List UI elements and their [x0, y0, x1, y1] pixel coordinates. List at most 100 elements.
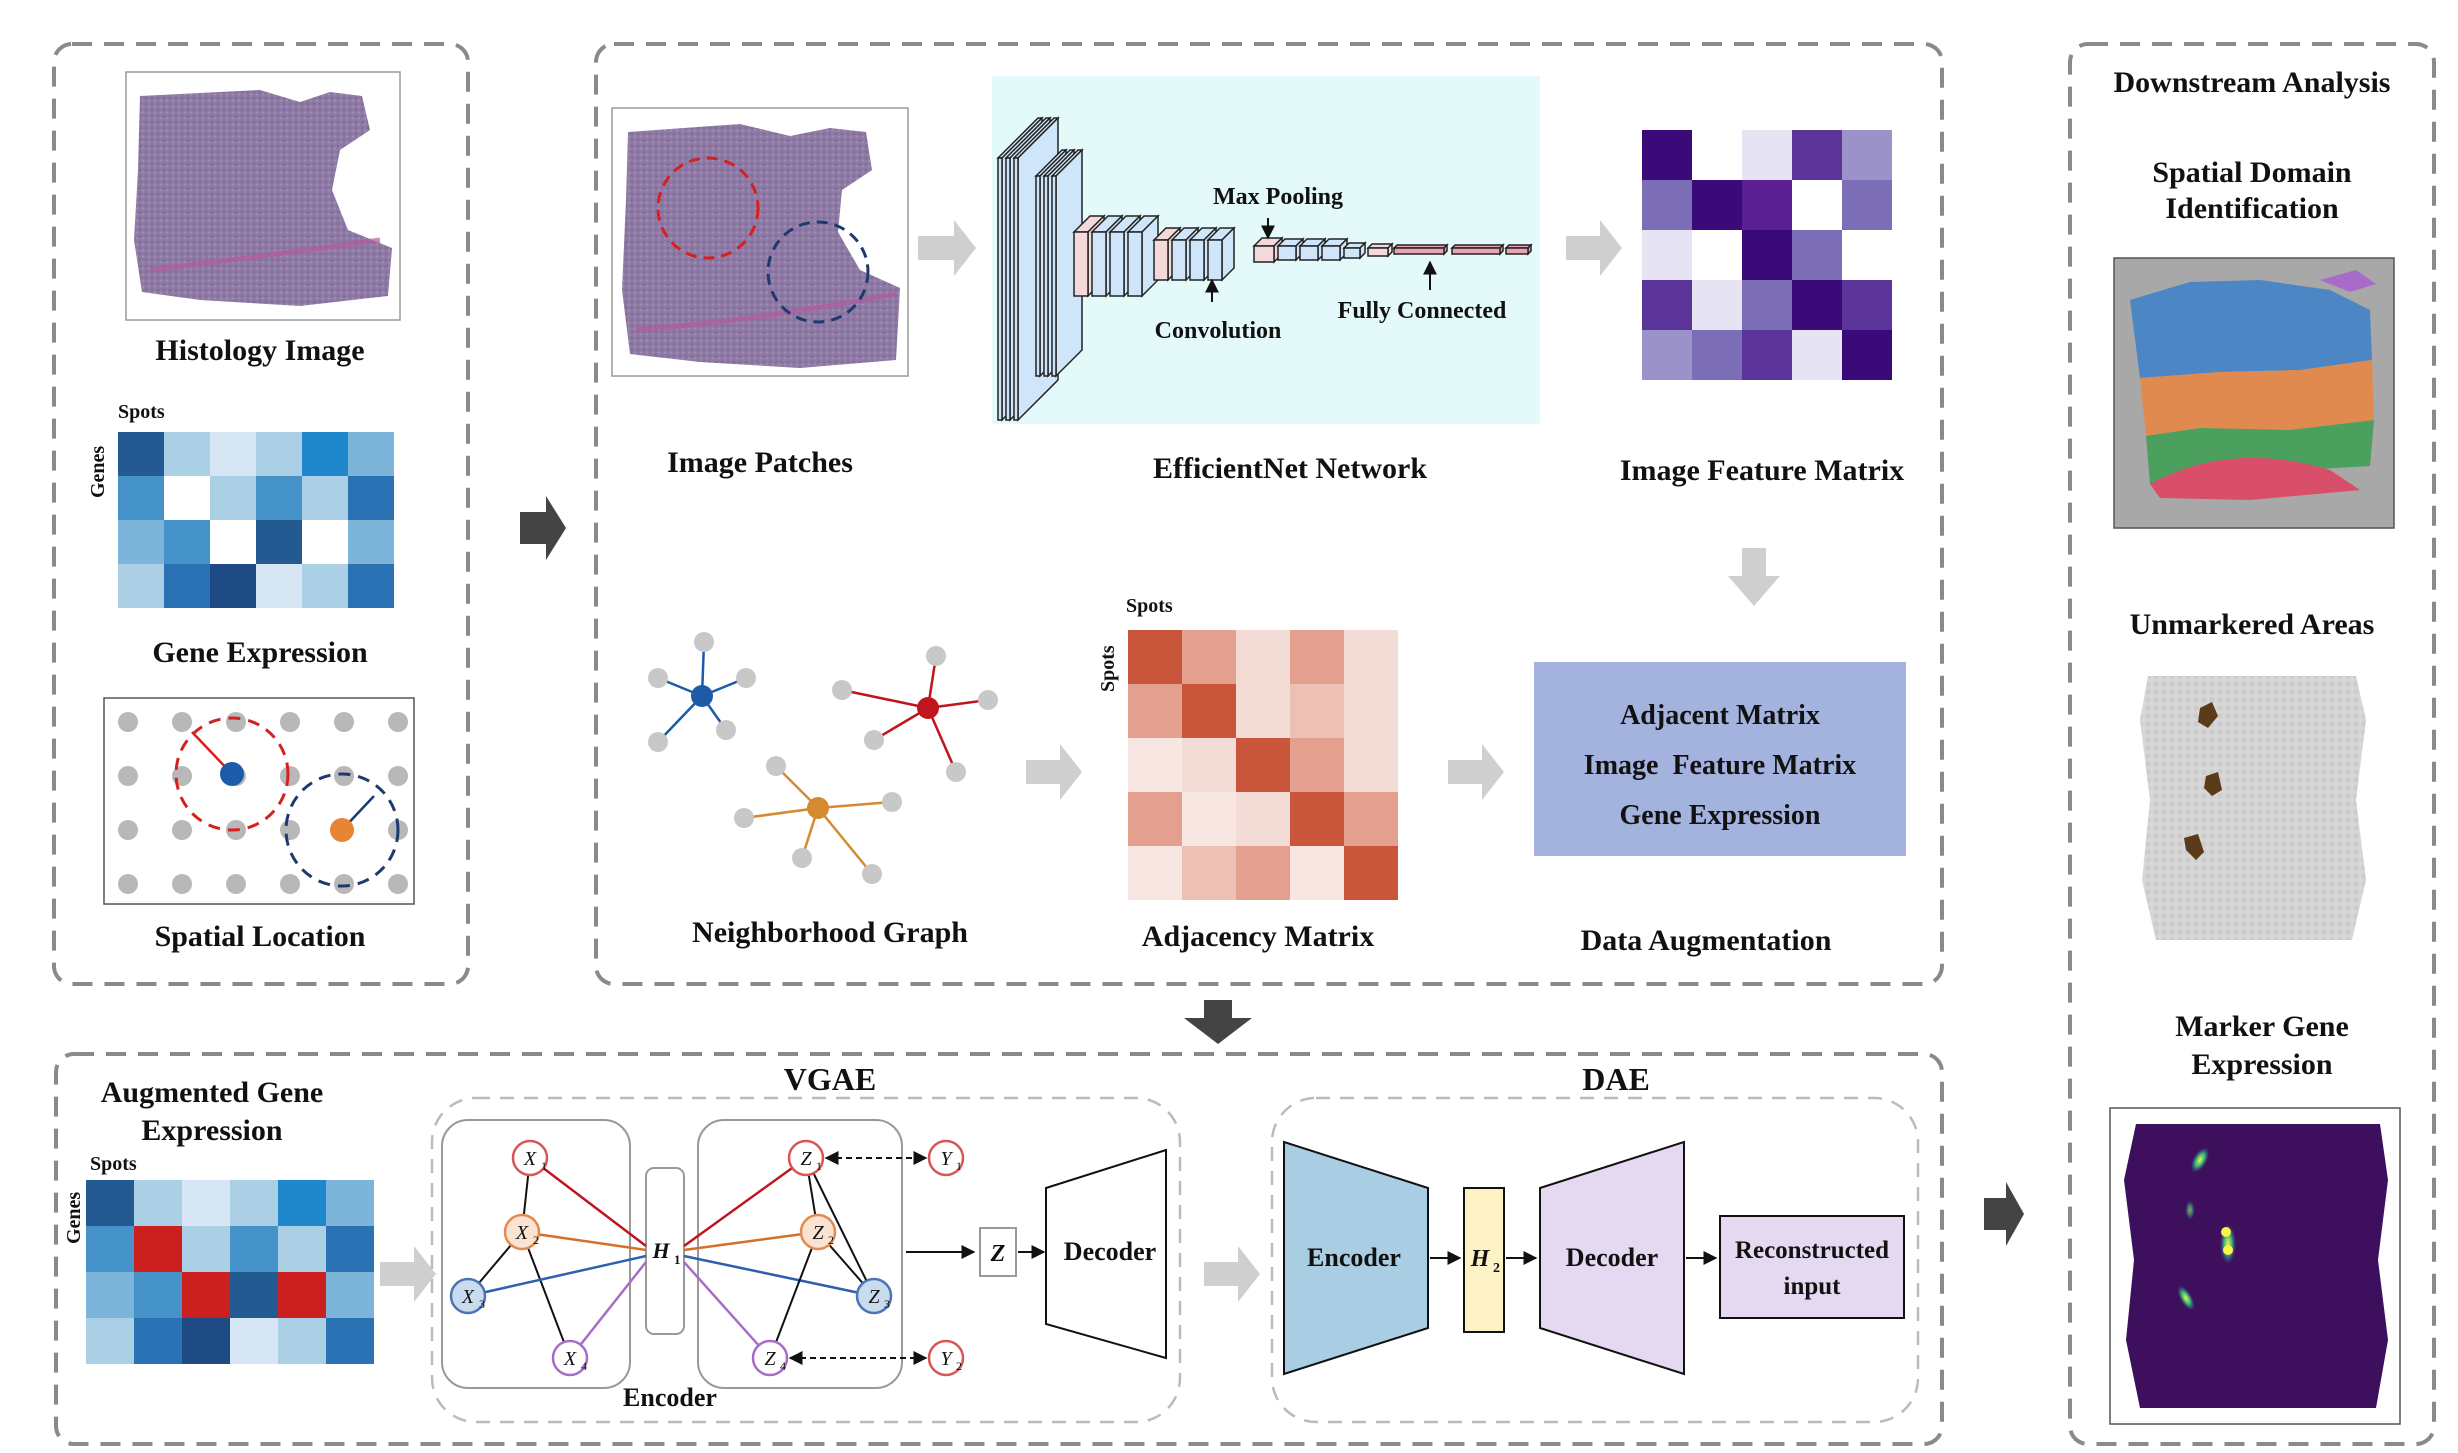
- graph-edge: [743, 806, 819, 820]
- feature-matrix-cell: [1792, 230, 1842, 280]
- adjacency-matrix-cell: [1344, 630, 1398, 684]
- arrow-graph-to-adjacency: [1026, 744, 1082, 800]
- graph-edge: [817, 800, 893, 810]
- adjacency-matrix-cell: [1128, 684, 1182, 738]
- adjacency-matrix-cell: [1128, 846, 1182, 900]
- spot-dot: [388, 712, 408, 732]
- gene-matrix-cell: [210, 432, 256, 476]
- augmented-matrix-cell: [278, 1318, 326, 1364]
- gene-matrix-cell: [164, 432, 210, 476]
- spot-dot: [118, 874, 138, 894]
- vgae-input-graph-box: [441, 1119, 631, 1389]
- z-box: [979, 1227, 1017, 1277]
- gene-matrix-cell: [118, 564, 164, 608]
- svg-text:2: 2: [533, 1233, 539, 1247]
- augmented-matrix-cell: [134, 1226, 182, 1272]
- augmentation-line-1: Adjacent Matrix: [1620, 700, 1820, 731]
- feature-matrix-cell: [1692, 130, 1742, 180]
- data-augmentation-label: Data Augmentation: [1581, 924, 1832, 957]
- augmented-matrix-cell: [326, 1180, 374, 1226]
- graph-edge: [817, 807, 873, 875]
- image-patches: [611, 107, 909, 377]
- augmentation-line-3: Gene Expression: [1620, 800, 1821, 831]
- gene-matrix-cell: [256, 432, 302, 476]
- dae-title: DAE: [1582, 1061, 1650, 1097]
- cnn-layer: [1321, 245, 1341, 261]
- adjacency-matrix-cell: [1236, 792, 1290, 846]
- arrow-patches-to-network: [918, 220, 976, 276]
- spot-dot: [334, 874, 354, 894]
- marker-gene-image: [2109, 1107, 2401, 1425]
- spot-dot: [172, 712, 192, 732]
- augmented-matrix-cell: [230, 1272, 278, 1318]
- feature-matrix-cell: [1642, 130, 1692, 180]
- feature-matrix-cell: [1742, 230, 1792, 280]
- gene-matrix-genes-label: Genes: [87, 446, 109, 498]
- vgae-graph-edge: [521, 1231, 571, 1359]
- gene-matrix-cell: [302, 432, 348, 476]
- spatial-domain-line-1: Spatial Domain: [2152, 156, 2352, 189]
- feature-matrix-cell: [1642, 330, 1692, 380]
- spatial-domain-image: [2113, 257, 2395, 529]
- neighborhood-label: Neighborhood Graph: [692, 916, 968, 949]
- gene-matrix-cell: [118, 520, 164, 564]
- graph-center-node: [807, 797, 829, 819]
- spot-dot: [118, 712, 138, 732]
- convolution-label: Convolution: [1155, 318, 1282, 344]
- feature-matrix-cell: [1842, 230, 1892, 280]
- augmented-matrix-cell: [86, 1318, 134, 1364]
- graph-neighbor-node: [734, 808, 754, 828]
- vgae-decoder-label: Decoder: [1064, 1237, 1156, 1266]
- svg-text:2: 2: [1493, 1261, 1500, 1276]
- cnn-layer: [1005, 157, 1011, 421]
- gene-matrix-cell: [256, 564, 302, 608]
- augmented-matrix-cell: [134, 1318, 182, 1364]
- adjacency-matrix-cell: [1290, 792, 1344, 846]
- svg-text:X: X: [461, 1286, 475, 1308]
- adjacency-matrix-cell: [1290, 630, 1344, 684]
- downstream-title: Downstream Analysis: [2114, 66, 2391, 99]
- vgae-latent-graph-box: [697, 1119, 903, 1389]
- spot-dot: [226, 712, 246, 732]
- z-label: Z: [990, 1241, 1006, 1267]
- feature-matrix-cell: [1842, 280, 1892, 330]
- augmented-matrix-cell: [278, 1226, 326, 1272]
- image-feature-matrix: [1642, 130, 1892, 380]
- gene-matrix-cell: [118, 432, 164, 476]
- gene-matrix-spots-label: Spots: [118, 401, 165, 423]
- latent-edge: [683, 1156, 807, 1248]
- augmented-matrix-cell: [326, 1272, 374, 1318]
- spot-dot: [280, 712, 300, 732]
- reconstructed-line-2: input: [1784, 1273, 1842, 1300]
- arrow-model-to-downstream: [1984, 1182, 2024, 1246]
- neighborhood-graph: [648, 632, 998, 884]
- gene-expression-label: Gene Expression: [152, 636, 368, 669]
- spot-dot: [172, 820, 192, 840]
- svg-text:Z: Z: [764, 1348, 776, 1370]
- cnn-layer: [1367, 247, 1389, 257]
- cnn-layer: [1051, 175, 1057, 377]
- adjacency-matrix-cell: [1344, 792, 1398, 846]
- arrow-augmented-to-vgae: [380, 1246, 436, 1302]
- image-feature-label: Image Feature Matrix: [1620, 454, 1904, 487]
- adjacency-matrix-cell: [1236, 684, 1290, 738]
- svg-text:4: 4: [780, 1359, 786, 1373]
- vgae-decoder-shape: [1045, 1148, 1167, 1360]
- feature-matrix-cell: [1742, 130, 1792, 180]
- adjacency-matrix-cell: [1182, 630, 1236, 684]
- latent-graph-edge: [769, 1231, 819, 1359]
- feature-panel-frame: [594, 42, 1944, 986]
- spatial-location-grid: [103, 697, 415, 905]
- augmented-matrix-cell: [86, 1180, 134, 1226]
- svg-text:4: 4: [581, 1359, 587, 1373]
- adjacency-matrix-cell: [1182, 792, 1236, 846]
- feature-matrix-cell: [1742, 180, 1792, 230]
- augmentation-box: Adjacent Matrix Image Feature Matrix Gen…: [1534, 662, 1906, 856]
- svg-text:2: 2: [956, 1359, 962, 1373]
- arrow-features-to-augmentation: [1728, 548, 1780, 606]
